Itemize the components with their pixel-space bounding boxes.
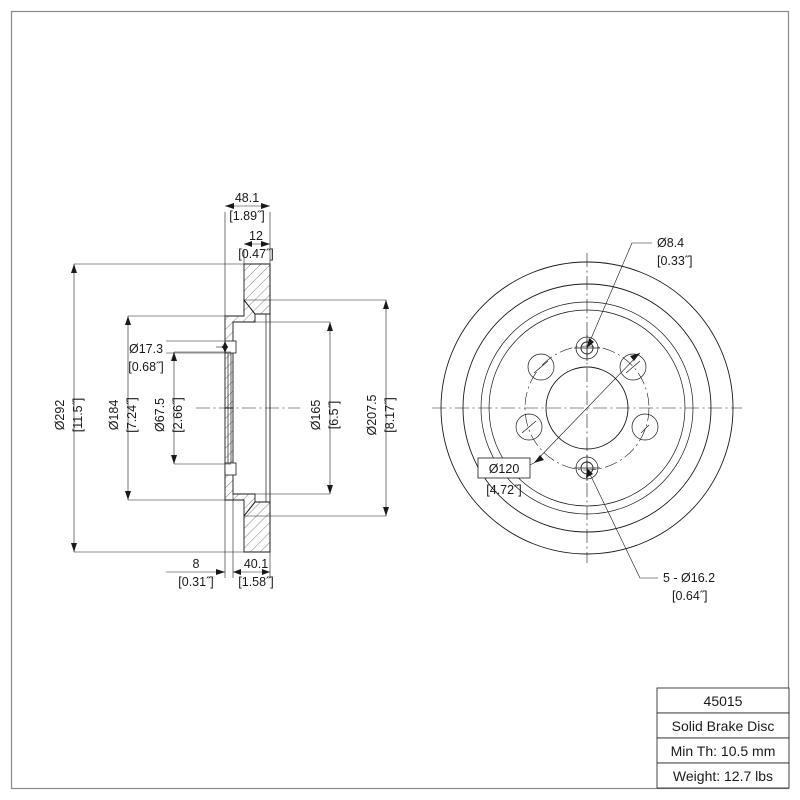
callout-pilot-hole-metric: Ø8.4	[657, 236, 684, 250]
bolt-circle-arrow-2	[534, 455, 544, 463]
callout-bolt-circle-metric: Ø120	[489, 462, 520, 476]
dim-disc-thickness-imperial: [0.47˝]	[238, 247, 273, 261]
brake-ring-outer-circle	[462, 283, 712, 533]
bolt-circle-arrow-1	[630, 353, 640, 361]
title-block-description: Solid Brake Disc	[672, 718, 775, 734]
lug-hole-upper-left	[527, 353, 555, 381]
dim-brake-ring-imperial: [8.17˝]	[383, 397, 397, 432]
lug-hole-lower-left	[515, 413, 543, 441]
title-block-min-thickness: Min Th: 10.5 mm	[671, 743, 776, 759]
lug-hole-tick-marks	[521, 360, 650, 434]
dim-inner-brake-imperial: [6.5˝]	[327, 401, 341, 430]
dim-overall-thickness-imperial: [1.89˝]	[229, 209, 264, 223]
hub-bore-circle	[545, 366, 629, 450]
title-block-part-number: 45015	[704, 693, 743, 709]
dim-overall-thickness-metric: 48.1	[235, 191, 259, 205]
dim-hat-flange-metric: Ø184	[107, 400, 121, 431]
dim-disc-thickness-metric: 12	[249, 229, 263, 243]
title-block: 45015 Solid Brake Disc Min Th: 10.5 mm W…	[656, 687, 790, 789]
lug-hole-section-lower	[224, 462, 237, 476]
hat-flange-circle	[488, 309, 686, 507]
dim-hub-bore-metric: Ø67.5	[153, 398, 167, 432]
lug-holes-leader-arrow	[586, 468, 593, 478]
callout-lug-holes-metric: 5 - Ø16.2	[663, 571, 715, 585]
dim-brake-ring-metric: Ø207.5	[365, 394, 379, 435]
dimension-arrowheads	[71, 203, 389, 575]
front-view: Ø8.4 [0.33˝] Ø120 [4.72˝] 5 - Ø16.2 [0.6…	[432, 236, 742, 603]
pilot-hole-leader-arrow	[587, 338, 594, 348]
callout-bolt-circle-imperial: [4.72˝]	[486, 483, 521, 497]
callout-pilot-hole-imperial: [0.33˝]	[657, 254, 692, 268]
lug-holes-leader	[586, 467, 658, 579]
dim-outer-diameter-metric: Ø292	[53, 400, 67, 431]
dim-hat-wall-metric: 8	[193, 557, 200, 571]
bolt-circle-leader	[513, 352, 641, 473]
dim-hub-bore-imperial: [2.66˝]	[171, 397, 185, 432]
dim-hat-depth-metric: 40.1	[244, 557, 268, 571]
dim-hat-wall-imperial: [0.31˝]	[178, 575, 213, 589]
dim-outer-diameter-imperial: [11.5˝]	[71, 398, 85, 433]
lug-hole-upper-right	[619, 353, 647, 381]
title-block-row-part-number[interactable]	[656, 687, 790, 714]
pilot-hole-leader	[586, 242, 652, 349]
title-block-weight: Weight: 12.7 lbs	[673, 768, 773, 784]
callout-lug-holes-imperial: [0.64˝]	[672, 589, 707, 603]
dim-lug-hole-metric: Ø17.3	[129, 342, 163, 356]
disc-outer-edge-circle	[440, 261, 734, 555]
side-view-extension-lines	[74, 212, 386, 578]
dim-lug-hole-imperial: [0.68˝]	[128, 360, 163, 374]
bolt-circle-callout-box	[477, 457, 531, 479]
title-block-row-weight[interactable]	[656, 762, 790, 789]
dim-hat-flange-imperial: [7.24˝]	[125, 397, 139, 432]
drawing-border-frame	[10, 10, 790, 790]
brake-ring-inner-circle	[480, 301, 694, 515]
side-view-dimension-lines	[73, 205, 387, 573]
title-block-row-min-thickness[interactable]	[656, 737, 790, 764]
lug-hole-lower-right	[631, 413, 659, 441]
dim-inner-brake-metric: Ø165	[309, 400, 323, 431]
dim-hat-depth-imperial: [1.58˝]	[238, 575, 273, 589]
side-section-view: Ø292 [11.5˝] Ø184 [7.24˝] Ø67.5 [2.66˝] …	[53, 191, 397, 589]
